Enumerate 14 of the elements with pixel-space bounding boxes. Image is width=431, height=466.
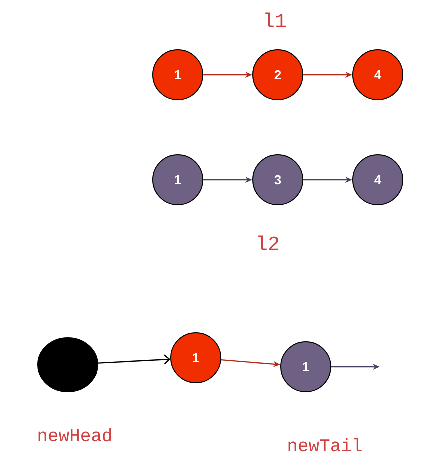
head-node [38,338,98,392]
list-node: 2 [252,50,304,100]
list-node: 4 [352,50,404,100]
list-name: l2 [258,236,279,250]
list-node: 3 [252,154,304,206]
pointer-label: newHead [38,428,112,442]
list-name: l1 [266,12,286,28]
pointer-label: newTail [288,438,362,452]
list-node: 1 [152,50,204,100]
list-node: 4 [352,154,404,206]
list-node: 1 [152,154,204,206]
arrow [98,354,171,365]
list-node: 1 [170,332,222,384]
list-node: 1 [280,342,332,392]
